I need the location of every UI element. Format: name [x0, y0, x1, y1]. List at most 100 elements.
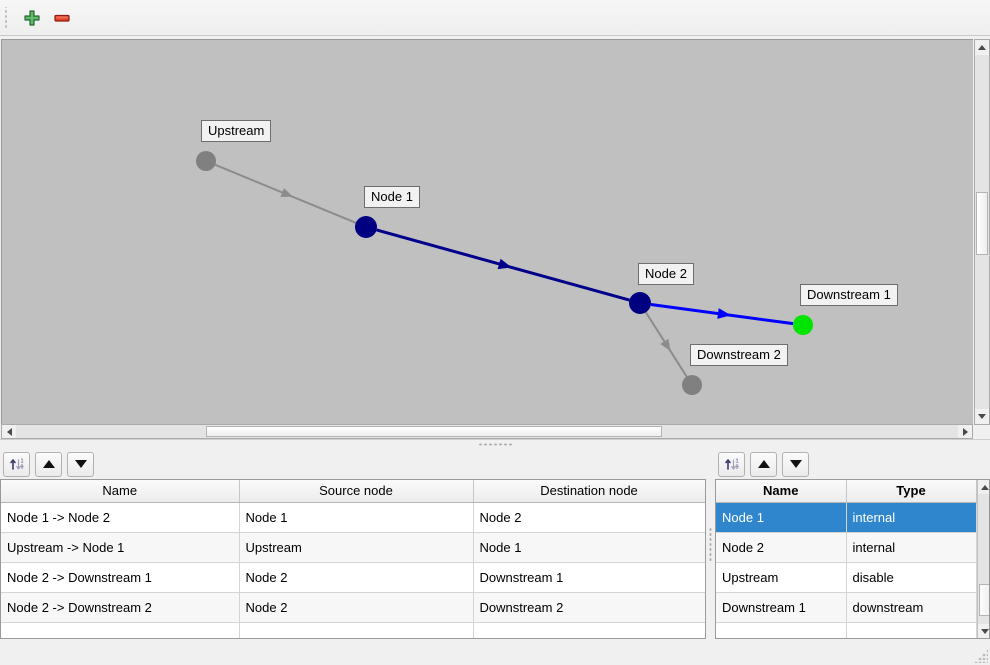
nodes-table-cell[interactable]: disable — [846, 562, 976, 592]
nodes-scroll-up-button[interactable] — [978, 480, 990, 494]
toolbar-drag-handle[interactable] — [3, 7, 13, 29]
edges-table-empty-row[interactable] — [1, 622, 705, 639]
chevron-right-icon — [963, 428, 968, 436]
splitter-grip-vertical — [709, 527, 712, 561]
triangle-up-icon — [43, 460, 55, 468]
graph-node-downstream2[interactable] — [682, 375, 702, 395]
edges-table-column-header[interactable]: Destination node — [473, 480, 705, 502]
edges-sort-button[interactable]: 1 9 — [3, 452, 30, 477]
window-resize-grip[interactable] — [974, 649, 988, 663]
edges-table-cell[interactable]: Node 2 — [239, 592, 473, 622]
splitter-grip — [478, 443, 512, 446]
edges-table-cell[interactable]: Upstream — [239, 532, 473, 562]
edges-table-cell[interactable]: Node 2 — [239, 562, 473, 592]
nodes-table-cell[interactable]: internal — [846, 532, 976, 562]
nodes-table-cell[interactable]: downstream — [846, 592, 976, 622]
nodes-table-cell[interactable]: Node 1 — [716, 502, 846, 532]
nodes-table-cell[interactable]: Downstream 1 — [716, 592, 846, 622]
nodes-move-up-button[interactable] — [750, 452, 777, 477]
scroll-right-button[interactable] — [958, 425, 972, 438]
canvas-horizontal-scrollbar[interactable] — [1, 424, 973, 439]
node-label-node1[interactable]: Node 1 — [364, 186, 420, 208]
scroll-left-button[interactable] — [2, 425, 16, 438]
vertical-splitter[interactable] — [706, 449, 715, 639]
sort-icon: 1 9 — [724, 456, 740, 472]
nodes-table-empty-row[interactable] — [716, 622, 976, 639]
triangle-down-icon — [75, 460, 87, 468]
canvas-vertical-scrollbar[interactable] — [974, 39, 990, 425]
edges-table-cell[interactable]: Downstream 1 — [473, 562, 705, 592]
nodes-scroll-down-button[interactable] — [978, 624, 990, 638]
horizontal-splitter[interactable] — [0, 439, 990, 449]
edges-table-cell[interactable]: Upstream -> Node 1 — [1, 532, 239, 562]
edges-move-up-button[interactable] — [35, 452, 62, 477]
scroll-up-button[interactable] — [975, 40, 989, 55]
nodes-move-down-button[interactable] — [782, 452, 809, 477]
chevron-up-icon — [981, 485, 989, 490]
add-button[interactable] — [17, 4, 47, 32]
minus-icon — [53, 9, 71, 27]
nodes-table-scrollbar[interactable] — [977, 480, 990, 638]
nodes-table-cell[interactable]: Upstream — [716, 562, 846, 592]
edge-arrowhead-node2-downstream2 — [660, 339, 670, 351]
edges-table-cell[interactable]: Node 2 -> Downstream 2 — [1, 592, 239, 622]
edges-table-cell[interactable]: Node 1 — [239, 502, 473, 532]
chevron-down-icon — [981, 629, 989, 634]
node-label-upstream[interactable]: Upstream — [201, 120, 271, 142]
v-scroll-thumb[interactable] — [976, 192, 988, 255]
graph-node-downstream1[interactable] — [793, 315, 813, 335]
edges-table-cell[interactable]: Downstream 2 — [473, 592, 705, 622]
node-label-downstream1[interactable]: Downstream 1 — [800, 284, 898, 306]
edges-pane-toolbar: 1 9 — [0, 449, 706, 479]
edge-arrowhead-node1-node2 — [498, 259, 512, 269]
svg-text:9: 9 — [20, 465, 23, 471]
edges-table-column-header[interactable]: Name — [1, 480, 239, 502]
nodes-table-empty-cell — [716, 622, 846, 639]
nodes-table-column-header[interactable]: Name — [716, 480, 846, 502]
edges-table-cell[interactable]: Node 1 -> Node 2 — [1, 502, 239, 532]
nodes-table-cell[interactable]: Node 2 — [716, 532, 846, 562]
graph-node-node2[interactable] — [629, 292, 651, 314]
edges-table-empty-cell — [473, 622, 705, 639]
nodes-table-column-header[interactable]: Type — [846, 480, 976, 502]
edges-table-column-header[interactable]: Source node — [239, 480, 473, 502]
nodes-sort-button[interactable]: 1 9 — [718, 452, 745, 477]
chevron-left-icon — [7, 428, 12, 436]
triangle-down-icon — [790, 460, 802, 468]
graph-node-node1[interactable] — [355, 216, 377, 238]
edges-table-cell[interactable]: Node 2 -> Downstream 1 — [1, 562, 239, 592]
plus-icon — [23, 9, 41, 27]
edges-table-empty-cell — [239, 622, 473, 639]
edges-table-cell[interactable]: Node 2 — [473, 502, 705, 532]
graph-node-upstream[interactable] — [196, 151, 216, 171]
scroll-down-button[interactable] — [975, 409, 989, 424]
edges-move-down-button[interactable] — [67, 452, 94, 477]
node-label-node2[interactable]: Node 2 — [638, 263, 694, 285]
nodes-scroll-thumb[interactable] — [979, 584, 990, 616]
nodes-table-cell[interactable]: internal — [846, 502, 976, 532]
remove-button[interactable] — [47, 4, 77, 32]
status-bar — [0, 639, 990, 665]
chevron-down-icon — [978, 414, 986, 419]
node-label-downstream2[interactable]: Downstream 2 — [690, 344, 788, 366]
h-scroll-thumb[interactable] — [206, 426, 662, 437]
edges-table-cell[interactable]: Node 1 — [473, 532, 705, 562]
chevron-up-icon — [978, 45, 986, 50]
